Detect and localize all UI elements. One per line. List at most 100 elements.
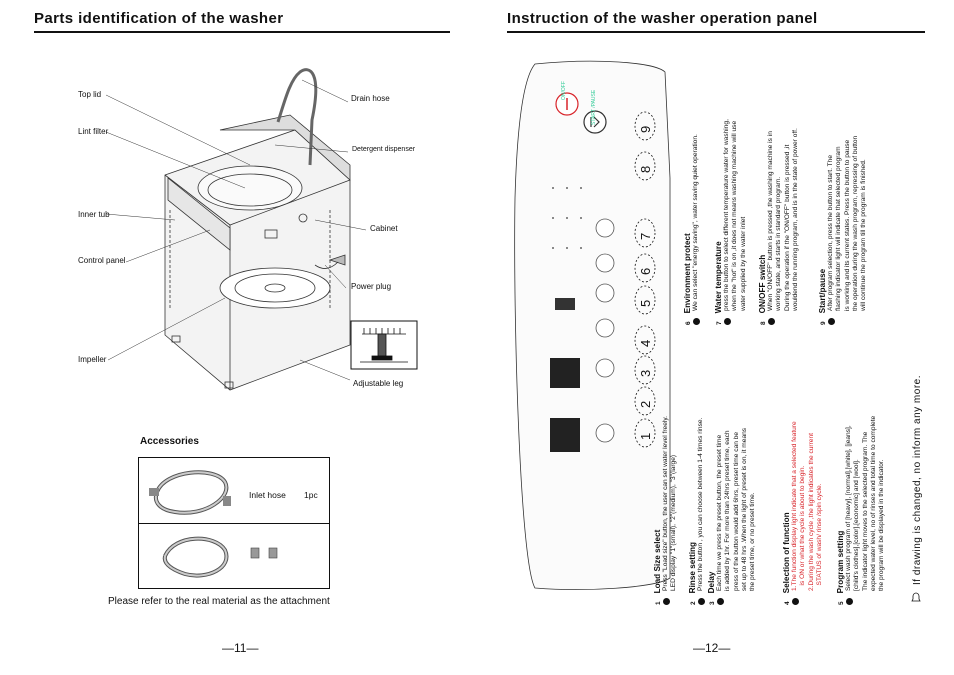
section-8-line: wouldend the running program, and is in … bbox=[791, 128, 799, 311]
section-5-line: [child's clothes],[color],[economic] and… bbox=[853, 459, 861, 591]
accessories-title: Accessories bbox=[140, 436, 199, 447]
operation-panel-drawing bbox=[514, 60, 671, 590]
section-1-heading: 1 Load Size select bbox=[653, 325, 662, 605]
section-3-line: Each time we press the preset button, th… bbox=[716, 434, 723, 591]
callout-6: 6 bbox=[638, 267, 653, 275]
section-7-bullet-icon bbox=[724, 318, 731, 325]
section-3-heading: 3 Delay bbox=[707, 325, 716, 605]
section-9-heading: 9 Start/pause bbox=[818, 45, 827, 325]
section-7-line: press the button to select different tem… bbox=[723, 119, 730, 311]
callout-3: 3 bbox=[638, 369, 653, 377]
section-4-title: Selection of function bbox=[782, 512, 791, 594]
label-power-plug: Power plug bbox=[351, 282, 392, 291]
section-3-number: 3 bbox=[709, 601, 716, 605]
section-8-heading: 8ON/OFF switch bbox=[758, 45, 767, 325]
inlet-hose-label: Inlet hose bbox=[249, 490, 286, 500]
adjustable-leg-detail bbox=[350, 320, 418, 370]
section-6-number: 6 bbox=[685, 321, 692, 325]
label-lint-filter: Lint filter bbox=[78, 127, 109, 136]
right-title-rule bbox=[507, 31, 925, 33]
section-9-line: will continue the program till the progr… bbox=[860, 159, 868, 311]
label-inner-tub: Inner tub bbox=[78, 210, 110, 219]
callout-4: 4 bbox=[638, 339, 653, 347]
callout-7: 7 bbox=[638, 232, 653, 240]
section-7-title: Water temperature bbox=[714, 241, 723, 314]
section-8-number: 8 bbox=[760, 321, 767, 325]
section-9-line: flashing indicator light will indicate t… bbox=[835, 146, 843, 311]
section-5-line: expected water level, no of rinses and t… bbox=[869, 415, 877, 591]
page-number-right: —12— bbox=[693, 641, 731, 655]
label-impeller: Impeller bbox=[78, 355, 107, 364]
section-9-bullet-icon bbox=[828, 318, 835, 325]
section-5-bullet-icon bbox=[846, 598, 853, 605]
section-3-line: set up to 48 hrs .When the light of pres… bbox=[740, 427, 748, 591]
section-3-line: the preset time, or no preset time. bbox=[749, 492, 757, 591]
accessories-box: Inlet hose 1pc bbox=[138, 457, 330, 589]
section-7-number: 7 bbox=[716, 321, 723, 325]
section-4-number: 4 bbox=[784, 601, 791, 605]
section-5-line: the program will be displayed in the ind… bbox=[878, 459, 886, 591]
section-6-bullet-icon bbox=[693, 318, 700, 325]
section-8-line: During the operation if the "ON/OFF" but… bbox=[783, 144, 791, 311]
section-4-line: 1.The function display light indicate th… bbox=[791, 421, 798, 591]
section-8-line: When "ON/OFF" button is pressed ,the was… bbox=[767, 131, 774, 311]
right-page-title: Instruction of the washer operation pane… bbox=[507, 10, 818, 27]
section-2-title: Rinse setting bbox=[688, 541, 697, 594]
onoff-label: ON/OFF bbox=[561, 81, 567, 100]
callout-8: 8 bbox=[638, 165, 653, 173]
washer-illustration bbox=[105, 68, 367, 391]
section-6-heading: 6Environment protect bbox=[683, 45, 692, 325]
label-detergent-dispenser: Detergent dispenser bbox=[352, 146, 416, 153]
page-number-left: —11— bbox=[222, 641, 259, 655]
callout-9: 9 bbox=[638, 125, 653, 133]
label-drain-hose: Drain hose bbox=[351, 94, 390, 103]
section-5-title: Program setting bbox=[836, 530, 845, 594]
section-5-line: The indicator light moves to the selecte… bbox=[861, 431, 869, 591]
start-pause-label: START /PAUSE bbox=[591, 89, 597, 125]
section-5-line: Select wash program of [heavy], [normal]… bbox=[845, 425, 852, 591]
label-adjustable-leg: Adjustable leg bbox=[353, 379, 404, 388]
section-1-number: 1 bbox=[655, 601, 662, 605]
section-8-line: working state, and starts in standard pr… bbox=[775, 176, 783, 311]
section-5-heading: 5 Program setting bbox=[836, 325, 845, 605]
callout-5: 5 bbox=[638, 299, 653, 307]
section-3-bullet-icon bbox=[717, 598, 724, 605]
section-2-bullet-icon bbox=[698, 598, 705, 605]
callout-1: 1 bbox=[638, 432, 653, 440]
section-4-bullet-icon bbox=[792, 598, 799, 605]
section-4-heading: 4 Selection of function bbox=[782, 325, 791, 605]
section-1-line: LED display "1"(small), "2"(medium), "3"… bbox=[670, 454, 678, 591]
inlet-hose-image bbox=[149, 470, 231, 515]
section-6-line: We can select "energy saving", water sav… bbox=[692, 134, 699, 311]
section-3-line: is added by 1hr. For more than 24hrs pre… bbox=[724, 430, 732, 591]
section-3-title: Delay bbox=[707, 571, 716, 594]
section-2-heading: 2 Rinse setting bbox=[688, 325, 697, 605]
section-3-line: press of the button would add 6hrs, pres… bbox=[732, 431, 740, 591]
section-9-number: 9 bbox=[820, 321, 827, 325]
section-8-bullet-icon bbox=[768, 318, 775, 325]
section-7-heading: 7 Water temperature bbox=[714, 45, 723, 325]
section-9-line: the operation during the wash program, r… bbox=[851, 135, 859, 311]
section-9-title: Start/pause bbox=[818, 268, 827, 314]
section-1-title: Load Size select bbox=[653, 529, 662, 594]
section-4-line: STATUS of wash/ rinse /spin cycle. bbox=[815, 483, 823, 591]
left-title-rule bbox=[34, 31, 450, 33]
section-1-bullet-icon bbox=[663, 598, 670, 605]
section-9-line: After program selection, press the butto… bbox=[827, 154, 834, 311]
label-cabinet: Cabinet bbox=[370, 224, 398, 233]
label-control-panel: Control panel bbox=[78, 256, 126, 265]
left-page-title: Parts identification of the washer bbox=[34, 10, 284, 27]
section-7-line: when the "hot" is on ,it does not means … bbox=[731, 120, 739, 311]
inlet-hose-qty: 1pc bbox=[304, 490, 318, 500]
section-5-number: 5 bbox=[838, 601, 845, 605]
section-2-number: 2 bbox=[690, 601, 697, 605]
section-2-line: Press the button , you can choose betwee… bbox=[697, 417, 704, 591]
drain-hose-parts-image bbox=[162, 536, 278, 578]
